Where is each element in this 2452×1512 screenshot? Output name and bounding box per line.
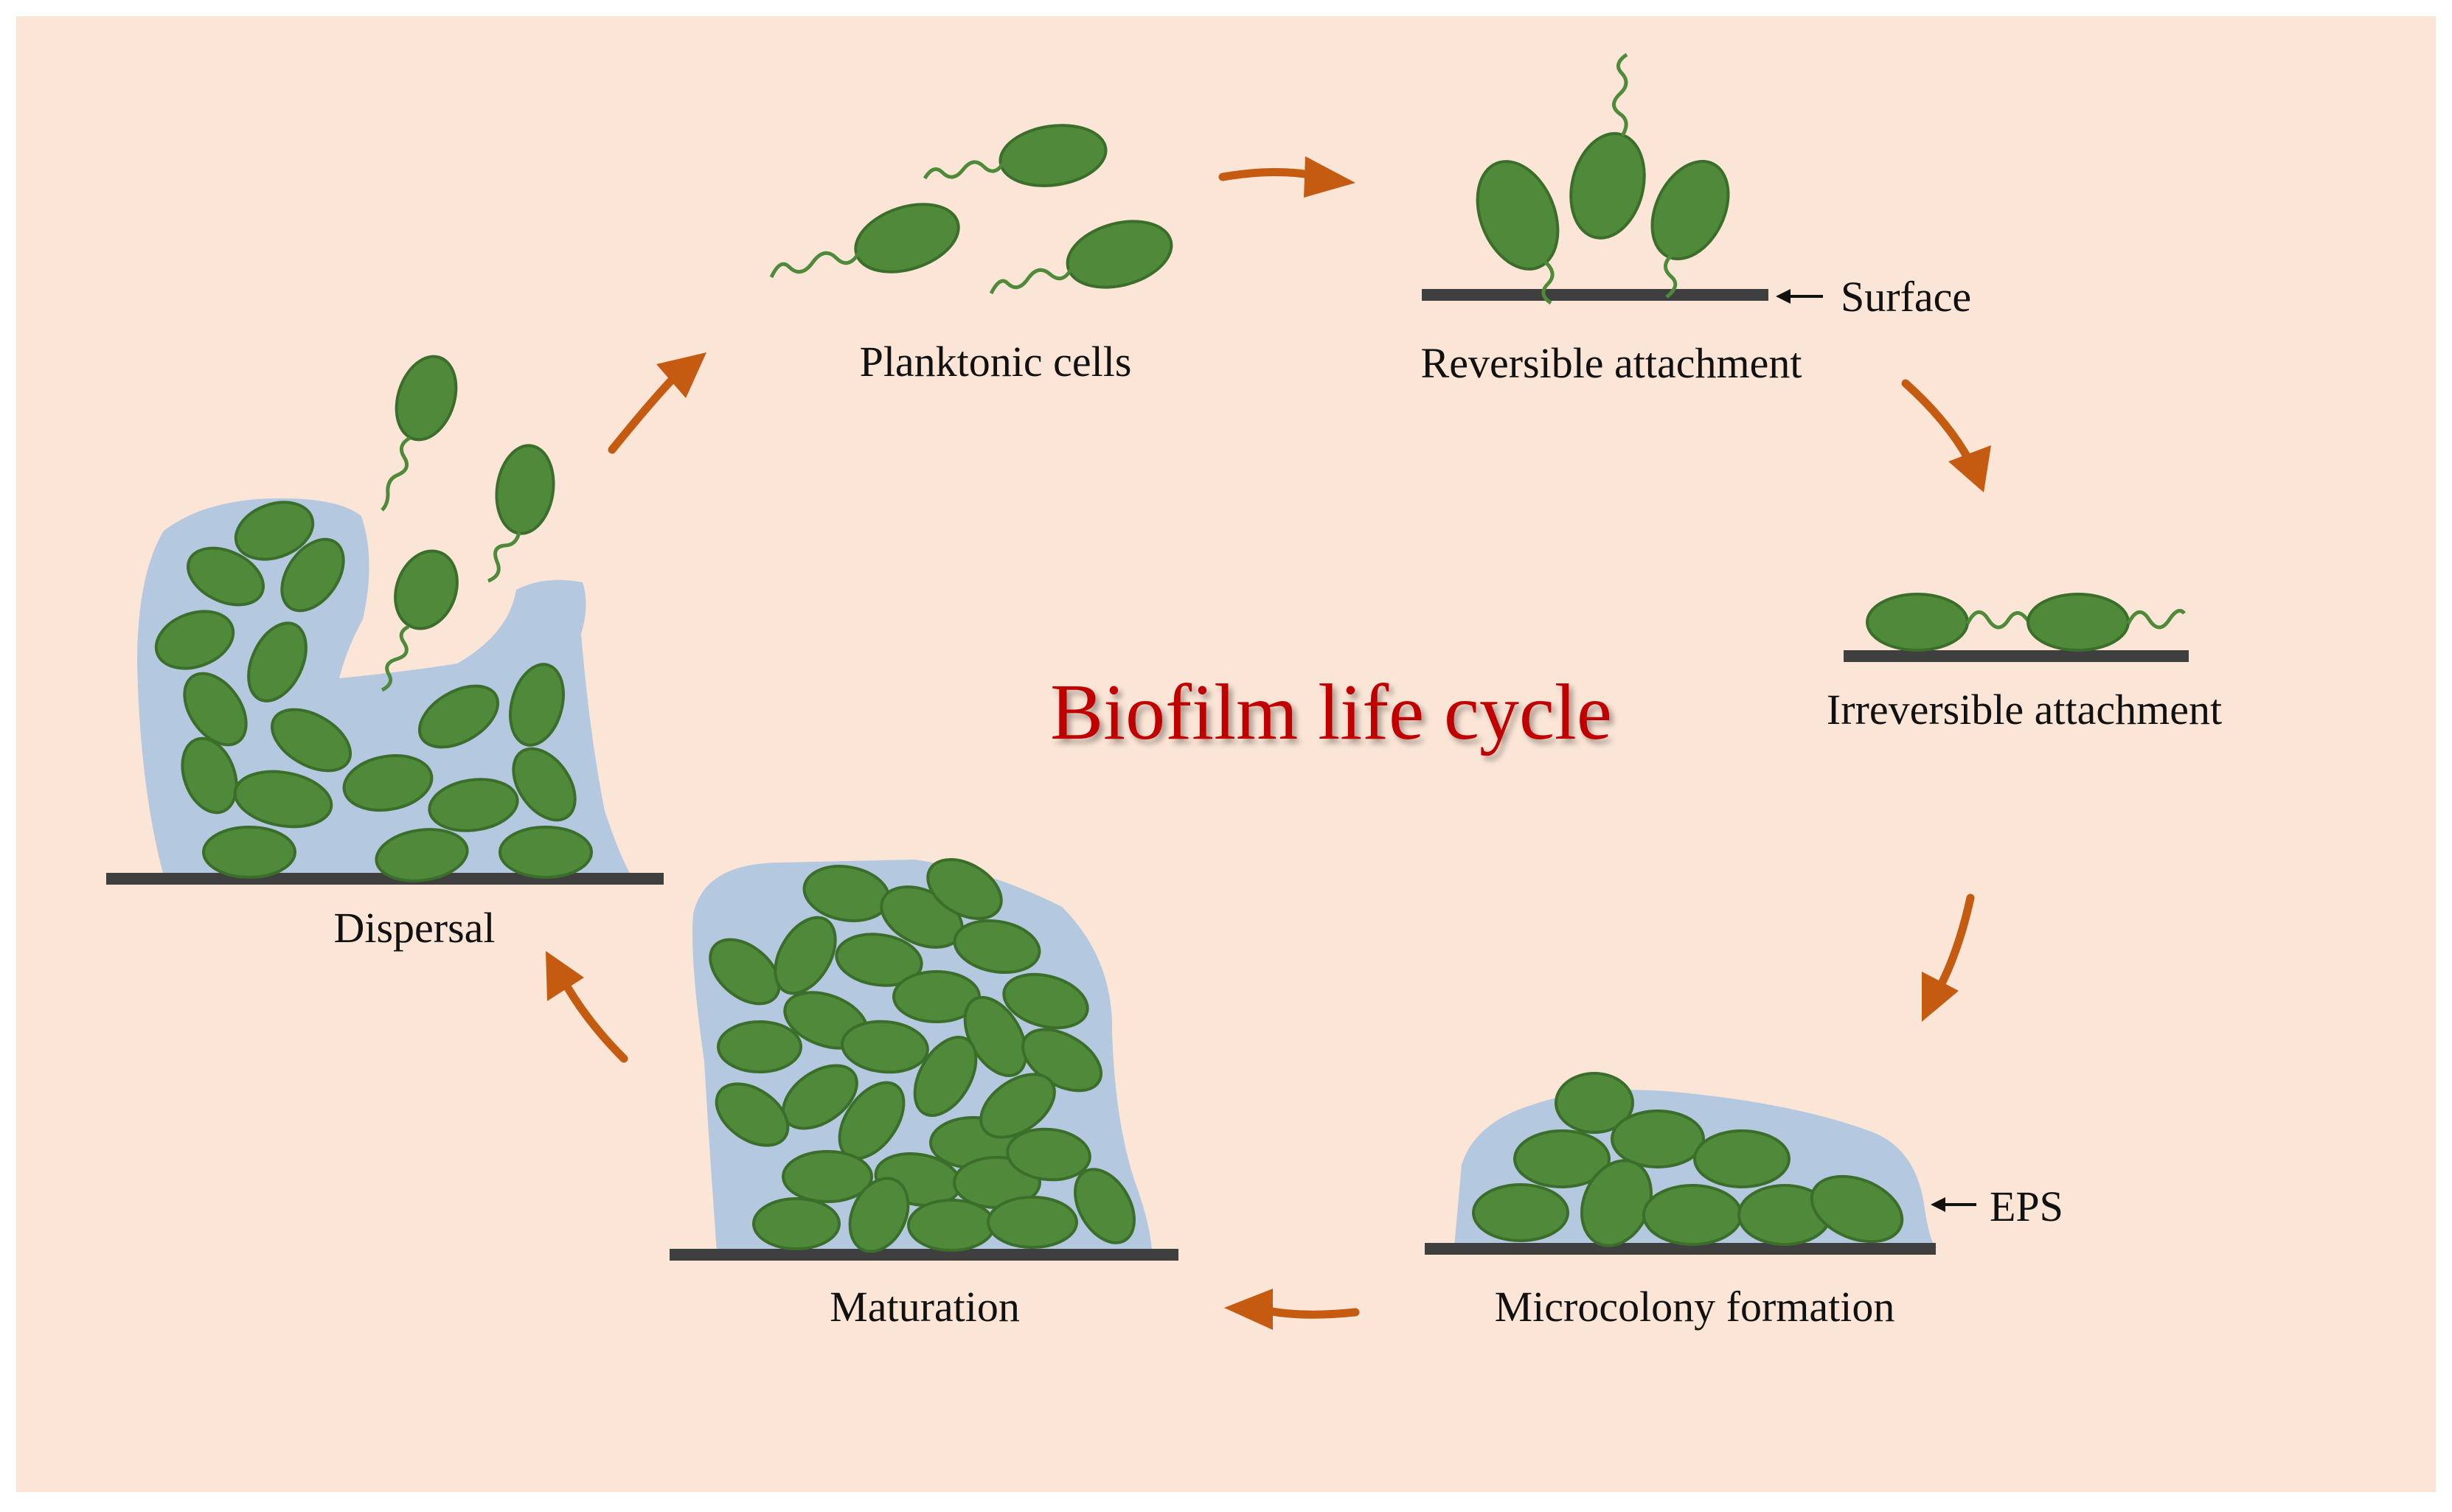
arrow-dispersal-to-planktonic	[608, 352, 706, 454]
stage-label-microcolony: Microcolony formation	[1495, 1283, 1895, 1331]
planktonic-cell	[769, 203, 960, 279]
biofilm-cell	[512, 747, 577, 822]
biofilm-cell	[233, 770, 333, 829]
mature-cell	[953, 919, 1041, 974]
stage-label-maturation: Maturation	[830, 1283, 1020, 1331]
biofilm-cell	[186, 546, 265, 607]
stage-planktonic: Planktonic cells	[769, 124, 1173, 386]
mature-cell	[1006, 1127, 1091, 1182]
attached-cell	[1476, 160, 1560, 305]
biofilm-cell	[154, 610, 235, 670]
stage-microcolony: EPS Microcolony formation	[1425, 1072, 2063, 1331]
mature-cell	[715, 1082, 790, 1147]
stage-irreversible: Irreversible attachment	[1827, 593, 2222, 734]
cycle-arrows	[546, 156, 1991, 1330]
mature-cell	[848, 1177, 910, 1253]
stage-reversible: Surface Reversible attachment	[1421, 52, 1971, 387]
arrow-maturation-to-dispersal	[546, 951, 628, 1063]
released-cell	[381, 549, 459, 692]
biofilm-cell	[234, 501, 315, 561]
colony-cell	[1513, 1129, 1611, 1188]
arrow-irreversible-to-microcolony	[1922, 893, 1975, 1022]
biofilm-cell	[202, 826, 296, 879]
attached-cell	[1569, 52, 1646, 240]
biofilm-cell	[375, 828, 469, 882]
mature-cell	[782, 1150, 873, 1203]
planktonic-cell	[923, 124, 1108, 187]
colony-cell	[1642, 1184, 1743, 1246]
colony-cell	[1810, 1174, 1904, 1244]
biofilm-cell	[280, 537, 345, 613]
biofilm-cell	[417, 684, 500, 749]
eps-label: EPS	[1990, 1182, 2063, 1230]
eps-annotation: EPS	[1931, 1182, 2063, 1230]
mature-cell	[752, 1197, 841, 1250]
colony-cell	[1555, 1072, 1634, 1134]
mature-cell	[979, 1073, 1056, 1139]
colony-cells	[1472, 1072, 1904, 1247]
mature-cell	[987, 1196, 1078, 1249]
planktonic-cell	[989, 220, 1173, 295]
biofilm-cell	[183, 672, 248, 747]
surface-annotation: Surface	[1776, 273, 1971, 321]
biofilm-cell	[270, 708, 352, 773]
stage-dispersal: Dispersal	[106, 355, 664, 952]
mature-cell	[717, 1020, 802, 1073]
mature-cell	[1002, 972, 1089, 1030]
biofilm-cell	[181, 736, 238, 815]
arrow-reversible-to-irreversible	[1901, 379, 1991, 492]
colony-cell	[1611, 1109, 1705, 1168]
mature-cell	[709, 938, 781, 1006]
biofilm-cell	[247, 621, 308, 703]
arrow-planktonic-to-reversible	[1218, 156, 1355, 198]
released-cell	[381, 355, 458, 512]
biofilm-cell	[342, 754, 434, 812]
biofilm-cell	[428, 778, 519, 832]
mature-cell	[926, 858, 1003, 920]
stage-label-irreversible: Irreversible attachment	[1827, 686, 2222, 734]
arrow-microcolony-to-maturation	[1224, 1289, 1360, 1330]
surface-label: Surface	[1841, 273, 1971, 321]
attached-cell	[1866, 593, 2030, 652]
mature-cell	[907, 1199, 996, 1252]
stage-label-dispersal: Dispersal	[333, 904, 495, 952]
mature-cells	[709, 858, 1136, 1253]
biofilm-cell	[509, 663, 565, 747]
biofilm-cell	[499, 826, 593, 879]
stage-maturation: Maturation	[670, 858, 1178, 1331]
mature-cell	[913, 1035, 978, 1118]
mature-cell	[1074, 1168, 1136, 1244]
released-cell	[487, 444, 555, 583]
attached-cell	[1650, 159, 1730, 299]
mature-cell	[835, 933, 923, 987]
diagram-title: Biofilm life cycle	[1050, 669, 1612, 756]
colony-cell	[1472, 1183, 1569, 1242]
mature-cell	[841, 1020, 929, 1074]
colony-cell	[1693, 1129, 1791, 1188]
stage-label-reversible: Reversible attachment	[1421, 339, 1802, 387]
stage-label-planktonic: Planktonic cells	[860, 338, 1132, 386]
biofilm-cells	[154, 501, 593, 882]
mature-cell	[774, 916, 837, 995]
attached-cell	[2026, 593, 2186, 652]
